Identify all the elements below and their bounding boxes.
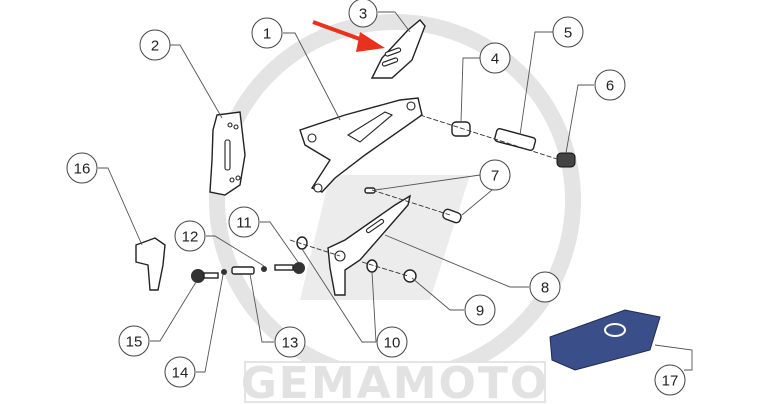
svg-text:4: 4 — [491, 51, 499, 68]
svg-text:10: 10 — [384, 335, 401, 352]
callout-9: 9 — [464, 294, 496, 326]
part-1-main-bracket — [299, 97, 423, 193]
callout-2: 2 — [139, 29, 171, 61]
svg-text:12: 12 — [182, 229, 199, 246]
svg-text:7: 7 — [491, 168, 499, 185]
callout-17: 17 — [654, 364, 686, 396]
part-2-mounting-plate — [209, 111, 246, 196]
callout-4: 4 — [479, 42, 511, 74]
watermark-text: GEMAMOTO — [241, 358, 550, 404]
callout-8: 8 — [529, 271, 561, 303]
svg-text:5: 5 — [564, 25, 572, 42]
part-4-spacer — [451, 121, 471, 137]
svg-text:8: 8 — [541, 280, 549, 297]
svg-text:1: 1 — [263, 26, 271, 43]
svg-text:3: 3 — [359, 6, 367, 23]
svg-text:14: 14 — [172, 365, 189, 382]
svg-text:6: 6 — [606, 78, 614, 95]
part-10-washers — [296, 236, 378, 273]
callout-3: 3 — [348, 0, 378, 28]
svg-text:9: 9 — [476, 303, 484, 320]
svg-text:13: 13 — [282, 335, 299, 352]
svg-text:15: 15 — [126, 334, 143, 351]
part-6-nut — [556, 152, 576, 168]
highlight-arrow-icon — [312, 20, 385, 52]
part-14-nut — [221, 269, 227, 275]
callout-10: 10 — [376, 326, 408, 358]
callout-16: 16 — [66, 152, 98, 184]
svg-text:11: 11 — [236, 215, 252, 232]
svg-text:2: 2 — [151, 38, 159, 55]
part-12-nut — [261, 266, 267, 272]
callout-14: 14 — [164, 356, 196, 388]
leader-lines — [98, 11, 693, 373]
part-13-linkage-rod — [231, 266, 255, 275]
callout-7: 7 — [479, 159, 511, 191]
callout-5: 5 — [552, 16, 584, 48]
svg-text:17: 17 — [662, 373, 679, 390]
part-17-sticker — [549, 309, 661, 371]
callout-1: 1 — [251, 17, 283, 49]
part-15-rod-end — [191, 269, 219, 283]
part-11-rod-end — [274, 262, 305, 274]
part-5-pivot-bolt — [494, 128, 537, 151]
callout-13: 13 — [274, 326, 306, 358]
callout-6: 6 — [594, 69, 626, 101]
callout-12: 12 — [174, 220, 206, 252]
part-7-bolt-spacer — [364, 187, 462, 224]
svg-text:16: 16 — [74, 161, 91, 178]
callout-15: 15 — [118, 325, 150, 357]
part-3-heel-guard — [370, 19, 426, 79]
part-16-bracket — [135, 237, 166, 291]
callout-11: 11 — [228, 206, 260, 238]
